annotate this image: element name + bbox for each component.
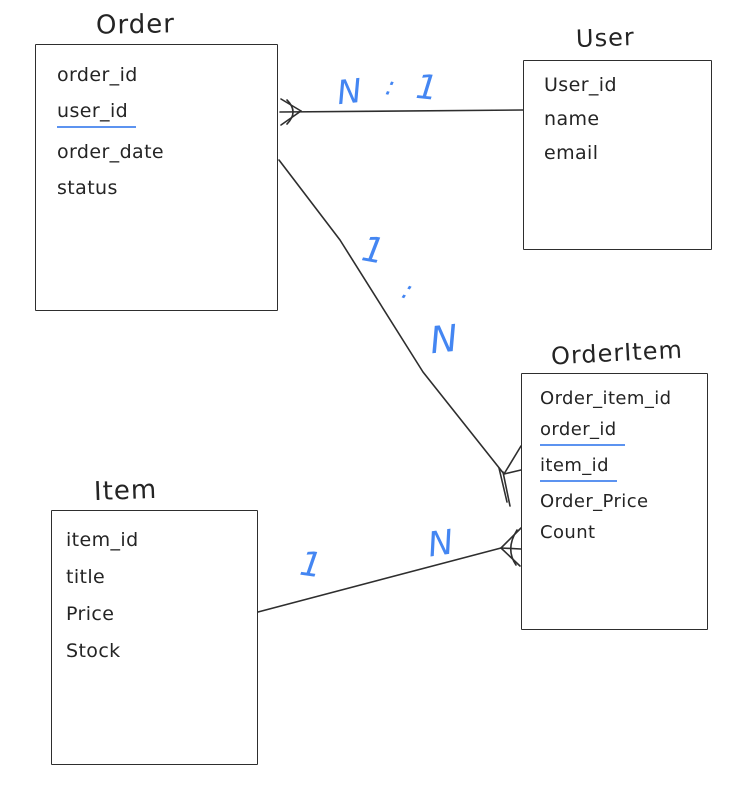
cardinality-order-user-separator: :	[382, 71, 398, 103]
entity-field: Stock	[66, 640, 121, 662]
entity-field: order_id	[540, 419, 707, 446]
cardinality-order-user-right: 1	[413, 66, 440, 110]
cardinality-order-user-left: N	[335, 70, 364, 113]
crow-foot-many-icon	[500, 527, 522, 567]
entity-field: Order_item_id	[540, 388, 672, 409]
primary-key-field: user_id	[57, 100, 137, 128]
entity-field: name	[544, 108, 600, 130]
entity-box-orderitem: Order_item_id order_id item_id Order_Pri…	[521, 373, 708, 630]
cardinality-order-orderitem-separator: :	[397, 275, 418, 307]
entity-fields-user: User_id name email	[524, 61, 711, 165]
cardinality-item-orderitem-right: N	[425, 522, 457, 566]
entity-field: title	[66, 566, 106, 588]
crow-foot-many-icon	[280, 98, 302, 126]
relationship-line-order-orderitem	[278, 159, 505, 475]
entity-field: Price	[66, 603, 115, 625]
entity-field: status	[57, 177, 118, 199]
entity-title-orderitem: OrderItem	[550, 335, 684, 371]
entity-title-user: User	[575, 22, 636, 54]
cardinality-order-orderitem-left: 1	[358, 229, 388, 273]
entity-field: order_date	[57, 141, 165, 163]
relationship-line-item-orderitem	[257, 547, 502, 613]
entity-field: email	[544, 142, 599, 164]
crow-foot-many-icon	[498, 445, 522, 507]
entity-box-order: order_id user_id order_date status	[35, 44, 278, 311]
entity-field: order_id	[57, 64, 138, 86]
entity-fields-orderitem: Order_item_id order_id item_id Order_Pri…	[522, 374, 707, 544]
cardinality-order-orderitem-right: N	[427, 316, 460, 363]
entity-field: Order_Price	[540, 491, 649, 512]
relationship-line-order-user	[279, 109, 524, 113]
entity-field: Count	[540, 522, 596, 543]
cardinality-item-orderitem-left: 1	[297, 543, 325, 587]
entity-fields-order: order_id user_id order_date status	[36, 45, 277, 200]
entity-field: User_id	[544, 74, 617, 96]
entity-field: user_id	[57, 100, 277, 128]
entity-title-order: Order	[95, 9, 176, 41]
foreign-key-field: order_id	[540, 419, 625, 446]
entity-box-item: item_id title Price Stock	[51, 510, 258, 765]
foreign-key-field: item_id	[540, 455, 617, 482]
entity-field: item_id	[540, 455, 707, 482]
entity-title-item: Item	[93, 474, 158, 508]
entity-box-user: User_id name email	[523, 60, 712, 250]
entity-fields-item: item_id title Price Stock	[52, 511, 257, 663]
entity-field: item_id	[66, 529, 139, 551]
